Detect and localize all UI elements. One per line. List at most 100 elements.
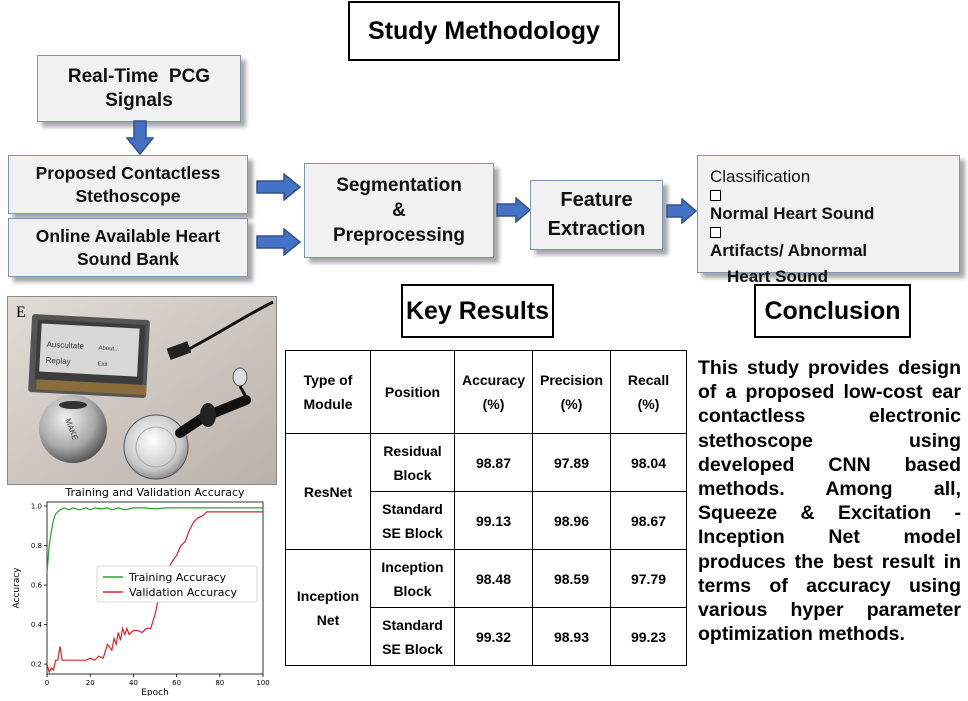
arrow-right-icon — [256, 228, 302, 256]
module-text: Net — [316, 611, 340, 628]
y-axis-label: Accuracy — [12, 567, 22, 609]
position-text: Inception — [381, 558, 444, 575]
precision-cell: 98.59 — [532, 549, 611, 608]
classification-item-label: Artifacts/ Abnormal — [710, 241, 868, 260]
x-axis-label: Epoch — [141, 688, 169, 696]
feature-line2: Extraction — [547, 218, 646, 240]
conclusion-text: This study provides design of a proposed… — [698, 357, 961, 646]
x-tick-label: 40 — [129, 679, 138, 687]
position-text: SE Block — [382, 524, 443, 541]
recall-cell: 97.79 — [610, 549, 687, 608]
header-text: Type of — [303, 372, 353, 388]
header-cell: Precision (%) — [532, 350, 611, 434]
header-text: (%) — [637, 396, 660, 412]
pcg-line1: Real-Time PCG — [67, 65, 211, 87]
x-tick-label: 0 — [45, 679, 49, 687]
accuracy-chart-svg: Training and Validation Accuracy 0 20 40 60 8… — [12, 486, 270, 698]
chart-title: Training and Validation Accuracy — [64, 486, 245, 499]
arrow-down-icon — [126, 120, 154, 156]
arrow-right-icon — [666, 198, 698, 224]
classification-item: Artifacts/ Abnormal — [710, 227, 959, 264]
accuracy-chart: Training and Validation Accuracy 0 20 40 60 8… — [5, 484, 278, 698]
page-title-text: Study Methodology — [368, 16, 600, 45]
y-tick-label: 0.4 — [31, 621, 43, 629]
header-text: (%) — [482, 396, 505, 412]
position-text: Block — [393, 466, 432, 483]
x-tick-label: 60 — [172, 679, 181, 687]
recall-cell: 98.04 — [610, 433, 687, 492]
stethoscope-line2: Stethoscope — [75, 185, 181, 206]
accuracy-cell: 98.87 — [454, 433, 533, 492]
y-tick-label: 1.0 — [31, 502, 42, 510]
legend-box — [96, 565, 258, 603]
key-results-title: Key Results — [401, 284, 554, 338]
online-line2: Sound Bank — [76, 248, 180, 269]
accuracy-cell: 98.48 — [454, 549, 533, 608]
classification-item-label: Normal Heart Sound — [710, 204, 875, 223]
recall-cell: 98.67 — [610, 491, 687, 550]
segmentation-box: Segmentation & Preprocessing — [304, 163, 494, 258]
y-tick-label: 0.8 — [31, 542, 42, 550]
segmentation-line2: & — [392, 200, 406, 221]
x-tick-label: 80 — [215, 679, 224, 687]
position-text: Block — [393, 582, 432, 599]
conclusion-title: Conclusion — [754, 284, 911, 338]
key-results-title-text: Key Results — [405, 296, 550, 325]
table-header-row: Type of Module Position Accuracy (%) Preci… — [285, 350, 687, 434]
series-line — [46, 511, 263, 674]
feature-extraction-box: Feature Extraction — [530, 180, 663, 250]
header-text: Module — [303, 396, 353, 412]
series-line — [46, 507, 263, 574]
legend-label: Validation Accuracy — [129, 586, 238, 599]
legend-label: Training Accuracy — [128, 571, 227, 584]
header-text: Accuracy — [461, 372, 526, 388]
online-sound-bank-box: Online Available Heart Sound Bank — [8, 218, 248, 277]
segmentation-line1: Segmentation — [336, 175, 462, 196]
header-text: (%) — [560, 396, 583, 412]
screen-item: About... — [98, 346, 119, 353]
x-tick-label: 20 — [86, 679, 95, 687]
screen-item: Replay — [46, 356, 71, 366]
pcg-line2: Signals — [105, 89, 173, 111]
checkbox-icon — [710, 227, 721, 238]
header-cell: Type of Module — [285, 350, 371, 434]
segmentation-line3: Preprocessing — [333, 225, 465, 246]
photo-label: E — [16, 304, 26, 321]
page-title: Study Methodology — [348, 1, 620, 61]
header-cell: Position — [370, 350, 455, 434]
arrow-right-icon — [256, 173, 302, 201]
screen-item: Auscultate — [46, 340, 84, 351]
feature-line1: Feature — [560, 189, 633, 211]
classification-heading: Classification — [710, 167, 811, 186]
device-photo-illustration: Auscultate About... Replay Exit MAKE E — [8, 297, 276, 484]
screen-item: Exit — [97, 362, 108, 369]
header-text: Position — [384, 384, 441, 400]
stethoscope-box: Proposed Contactless Stethoscope — [8, 155, 248, 214]
header-cell: Recall(%) — [610, 350, 687, 434]
results-table: Type of Module Position Accuracy (%) Preci… — [285, 350, 687, 666]
precision-cell: 98.93 — [532, 607, 611, 666]
y-tick-label: 0.6 — [31, 582, 43, 590]
position-text: Standard — [382, 616, 443, 633]
pcg-signals-box: Real-Time PCG Signals — [37, 55, 241, 122]
classification-item: Normal Heart Sound — [710, 190, 959, 227]
position-text: SE Block — [382, 640, 443, 657]
header-text: Precision — [539, 372, 604, 388]
device-photo: Auscultate About... Replay Exit MAKE E — [7, 296, 277, 485]
position-text: Residual — [383, 442, 442, 459]
classification-box: Classification Normal Heart Sound Artifa… — [697, 155, 960, 286]
y-tick-label: 0.2 — [31, 661, 42, 669]
checkbox-icon — [710, 190, 721, 201]
accuracy-cell: 99.32 — [454, 607, 533, 666]
conclusion-title-text: Conclusion — [764, 296, 901, 325]
precision-cell: 98.96 — [532, 491, 611, 550]
module-cell: ResNet — [285, 433, 371, 550]
